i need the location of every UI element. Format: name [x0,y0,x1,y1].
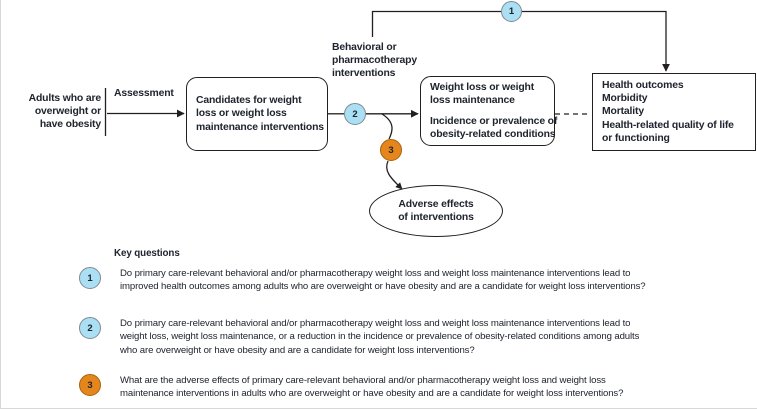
box-weightloss-line-1: Weight loss or weight [430,81,535,93]
interventions-line-3: interventions [332,68,396,80]
box-weightloss-paragraph-gap [430,107,554,115]
ellipse-adverse-line-2: of interventions [398,212,474,223]
box-health-line-2: Morbidity [602,93,648,105]
population-line-1: Adults who are [28,93,102,104]
box-candidates-line-2: loss or weight loss [196,108,287,120]
box-health-line-4: Health-related quality of life [602,119,734,131]
assessment-label: Assessment [114,88,174,99]
kq3-branch-lower-curve [386,160,403,190]
box-weightloss-line-4: obesity-related conditions [430,129,556,141]
badge-key-question-3[interactable]: 3 [380,139,402,161]
box-candidates-for-weight-loss: Candidates for weight loss or weight los… [186,77,328,151]
key-question-3-text: What are the adverse effects of primary … [120,374,740,401]
key-question-1-text: Do primary care-relevant behavioral and/… [120,267,740,294]
population-line-2: overweight or [34,106,101,118]
key-question-3-line-2: maintenance interventions in adults who … [120,388,624,400]
box-health-line-5: or functioning [602,132,670,144]
key-question-2-line-2: weight loss, weight loss maintenance, or… [120,331,640,343]
key-question-2-line-3: who are overweight or have obesity and a… [120,344,475,356]
ellipse-adverse-effects: Adverse effects of interventions [369,185,503,237]
interventions-line-2: pharmacotherapy [332,55,417,67]
key-question-2-text: Do primary care-relevant behavioral and/… [120,317,740,357]
box-candidates-line-1: Candidates for weight [196,95,302,107]
box-health-line-1: Health outcomes [602,79,684,91]
interventions-line-1: Behavioral or [332,42,397,53]
kq3-branch-upper-curve [381,113,393,140]
key-questions-title: Key questions [114,248,180,259]
box-health-line-3: Mortality [602,106,644,118]
box-weightloss-line-2: loss maintenance [430,94,515,106]
key-question-3-badge[interactable]: 3 [79,374,101,396]
ellipse-adverse-line-1: Adverse effects [398,198,474,210]
key-question-1-line-1: Do primary care-relevant behavioral and/… [120,268,631,279]
key-question-3-line-1: What are the adverse effects of primary … [120,375,606,386]
badge-key-question-1[interactable]: 1 [501,1,522,22]
box-weight-loss-outcomes: Weight loss or weight loss maintenance I… [420,76,558,146]
key-question-2-line-1: Do primary care-relevant behavioral and/… [120,318,631,329]
interventions-label: Behavioral or pharmacotherapy interventi… [332,41,417,81]
box-weightloss-line-3: Incidence or prevalence of [430,116,558,127]
box-health-outcomes: Health outcomes Morbidity Mortality Heal… [592,73,756,151]
key-question-1-badge[interactable]: 1 [79,267,101,289]
population-line-3: have obesity [39,119,101,131]
box-candidates-line-3: maintenance interventions [196,121,324,133]
population-label: Adults who are overweight or have obesit… [9,92,102,132]
key-questions-section: Key questions 1 Do primary care-relevant… [1,243,757,409]
key-question-2-badge[interactable]: 2 [79,317,101,339]
key-question-1-line-2: improved health outcomes among adults wh… [120,281,646,293]
badge-key-question-2[interactable]: 2 [344,103,366,125]
